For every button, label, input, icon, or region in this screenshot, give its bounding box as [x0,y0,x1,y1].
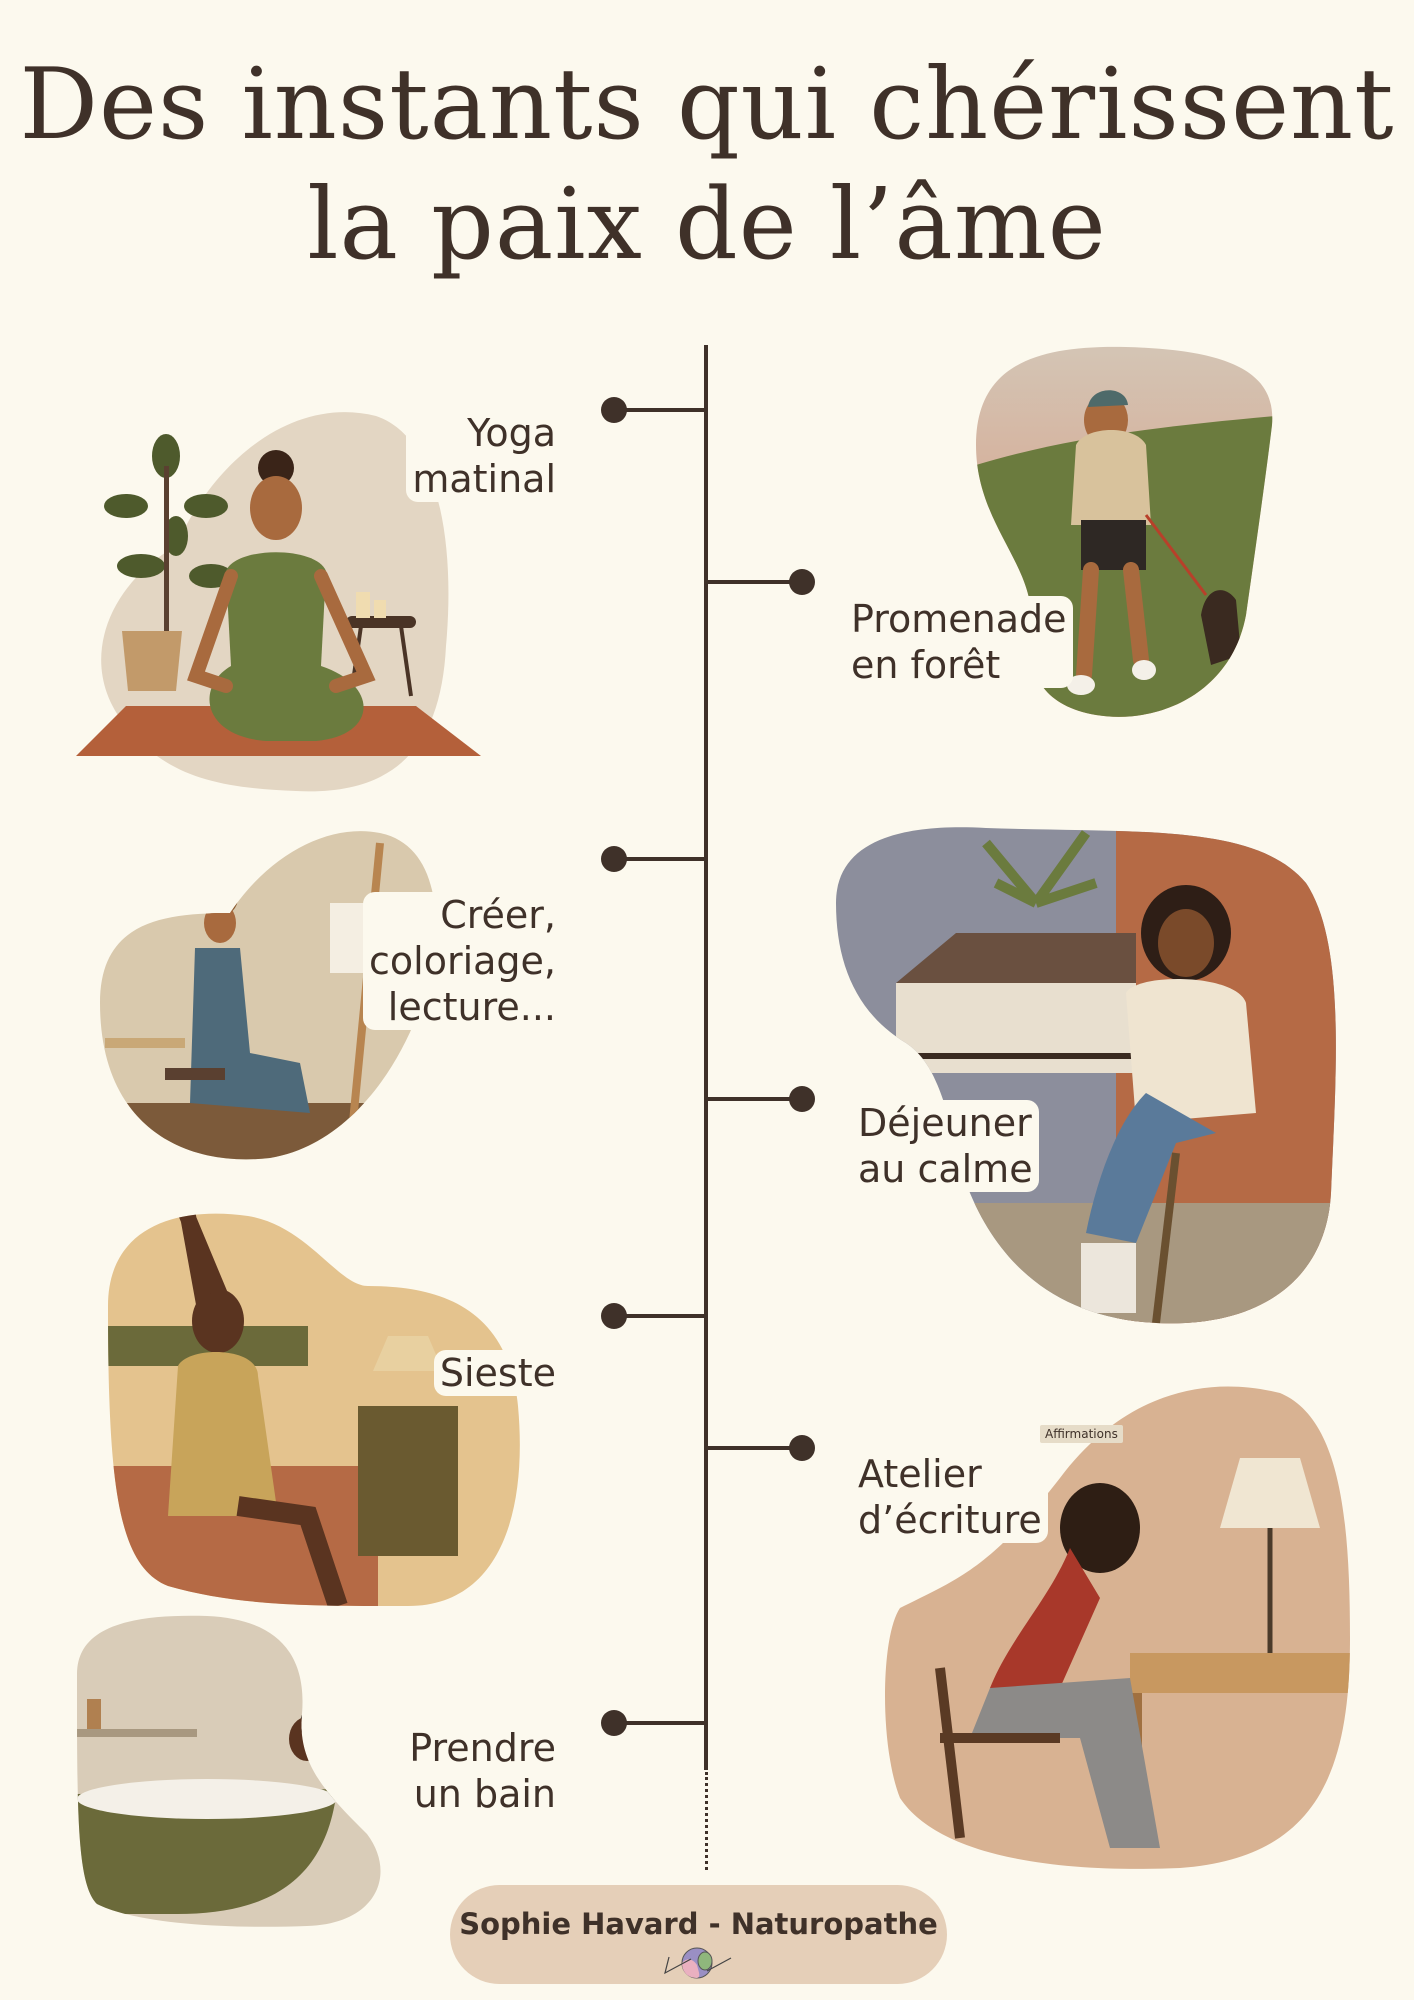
yoga-illustration [76,412,481,792]
label-promenade-en-foret: Promenade en forêt [845,596,1073,688]
logo-icon [663,1947,731,1979]
label-prendre-un-bain: Prendre un bain [403,1725,562,1817]
page-title-line-2: la paix de l’âme [307,168,1107,282]
timeline-dot [601,846,627,872]
timeline-branch [706,580,802,584]
label-line: Créer, [440,893,556,937]
timeline-branch [614,1721,706,1725]
nap-illustration [108,1213,520,1606]
footer-signature: Sophie Havard - Naturopathe [450,1885,947,1984]
author-name: Sophie Havard - Naturopathe [459,1907,938,1941]
timeline-dot [601,397,627,423]
timeline-branch [706,1446,802,1450]
label-yoga-matinal: Yoga matinal [406,410,562,502]
affirmations-note: Affirmations [1040,1425,1123,1443]
label-line: coloriage, [369,939,556,983]
bath-illustration [77,1615,381,1927]
page-title-line-1: Des instants qui chérissent [19,48,1395,162]
label-line: un bain [413,1772,556,1816]
timeline-dot [789,1435,815,1461]
label-line: Sieste [439,1351,556,1395]
timeline-dot [601,1303,627,1329]
label-line: d’écriture [858,1498,1042,1542]
label-line: Promenade [851,597,1067,641]
label-atelier-ecriture: Atelier d’écriture [852,1451,1048,1543]
label-line: au calme [858,1147,1033,1191]
label-sieste: Sieste [433,1350,562,1396]
timeline-branch [614,857,706,861]
calm-lunch-illustration [836,827,1336,1324]
label-line: lecture... [387,985,556,1029]
label-line: Yoga [467,411,556,455]
timeline-branch [614,408,706,412]
timeline-dot [789,1086,815,1112]
label-creer: Créer, coloriage, lecture... [363,892,562,1030]
timeline-branch [706,1097,802,1101]
timeline-dotted-end [705,1772,708,1870]
label-line: matinal [412,457,556,501]
label-line: Déjeuner [858,1101,1032,1145]
timeline-branch [614,1314,706,1318]
label-line: en forêt [851,643,1001,687]
timeline-dot [601,1710,627,1736]
timeline-line [704,345,708,1770]
label-line: Prendre [409,1726,556,1770]
label-dejeuner-au-calme: Déjeuner au calme [852,1100,1039,1192]
label-line: Atelier [858,1452,982,1496]
timeline-dot [789,569,815,595]
